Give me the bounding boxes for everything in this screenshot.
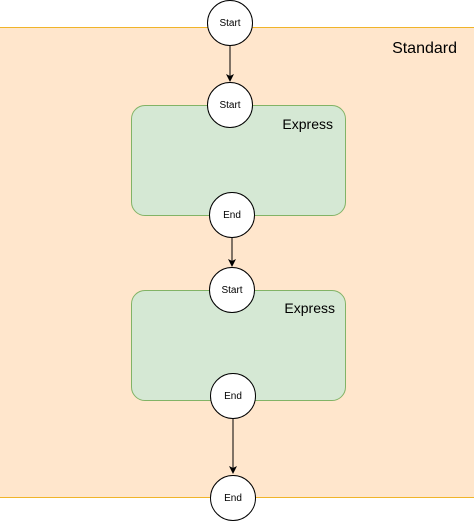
- express-label-1: Express: [282, 116, 333, 132]
- end-node-express-2: End: [210, 373, 256, 419]
- start-node-express-1: Start: [207, 82, 253, 128]
- end-node-bottom: End: [210, 475, 256, 521]
- express-label-2: Express: [284, 300, 335, 316]
- start-node-express-2: Start: [209, 267, 255, 313]
- start-node-top: Start: [207, 0, 253, 46]
- standard-label: Standard: [392, 40, 457, 57]
- end-node-express-1: End: [209, 192, 255, 238]
